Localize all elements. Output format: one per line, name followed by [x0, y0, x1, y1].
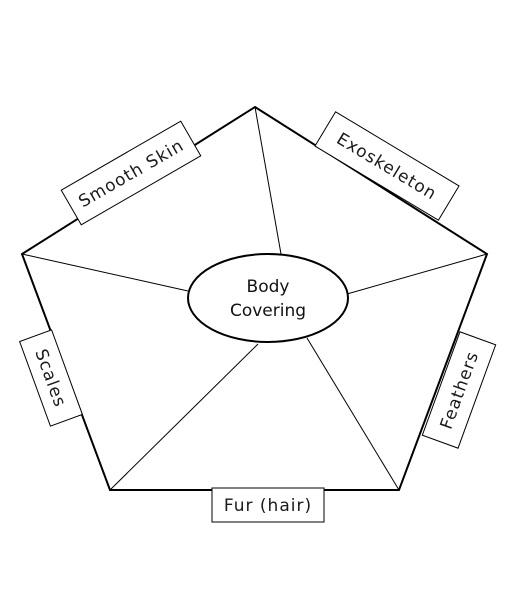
spoke-left [21, 253, 189, 292]
label-exoskeleton: Exoskeleton [314, 111, 460, 221]
label-scales: Scales [18, 329, 84, 427]
label-box-exoskeleton [314, 111, 460, 221]
label-feathers: Feathers [421, 331, 497, 449]
center-label-line1: Body [247, 277, 290, 297]
center-label-line2: Covering [230, 301, 306, 321]
label-box-scales [18, 329, 84, 427]
label-box-fur [211, 487, 325, 523]
label-smooth-skin: Smooth Skin [60, 120, 202, 226]
spoke-right [346, 253, 488, 295]
spoke-top [254, 106, 282, 255]
spoke-bottom-right [306, 337, 400, 491]
label-fur: Fur (hair) [211, 487, 325, 523]
label-box-smooth-skin [60, 120, 202, 226]
spoke-bottom-left [109, 343, 259, 491]
center-ellipse [187, 253, 349, 343]
label-text-fur: Fur (hair) [224, 496, 312, 516]
label-box-feathers [421, 331, 497, 449]
